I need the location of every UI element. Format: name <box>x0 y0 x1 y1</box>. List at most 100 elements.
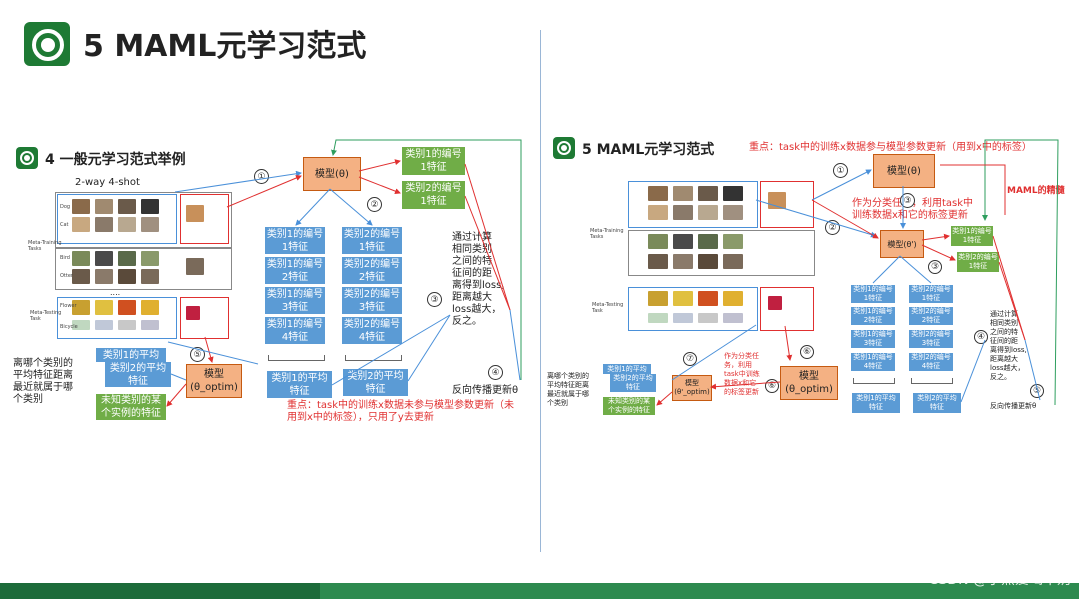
page-title: 5 MAML元学习范式 <box>83 29 367 64</box>
r-step-2-marker: ② <box>825 220 840 235</box>
step-1-marker: ① <box>254 169 269 184</box>
r-model-optim-small: 模型 (θ'_optim) <box>672 375 712 401</box>
r-model-optim-box: 模型 (θ_optim) <box>780 366 838 400</box>
step-4-marker: ④ <box>488 365 503 380</box>
r-nearest-class-note: 离哪个类别的 平均特征距离 最近就属于哪 个类别 <box>547 372 589 407</box>
image-cat-4 <box>141 217 159 232</box>
image-dog-4 <box>141 199 159 214</box>
r-image-bicycle-1 <box>648 313 668 323</box>
r-col2-brace <box>911 378 953 384</box>
label-dog: Dog <box>60 204 71 210</box>
r-image-bicycle-2 <box>673 313 693 323</box>
logo-icon <box>553 137 575 159</box>
image-bicycle-3 <box>118 320 136 330</box>
col2-brace <box>345 355 402 361</box>
maml-essence-label: MAML的精髓 <box>1007 186 1065 196</box>
left-subtitle: 4 一般元学习范式举例 <box>45 152 186 168</box>
unknown-instance-feature: 未知类别的某 个实例的特征 <box>96 394 166 420</box>
label-flower: Flower <box>60 303 77 309</box>
r-col1-feature-box: 类别1的编号 4特征 <box>851 353 895 371</box>
step-2-marker: ② <box>367 197 382 212</box>
class2-average-box: 类别2的平均 特征 <box>343 369 408 396</box>
r-col1-feature-box: 类别1的编号 1特征 <box>851 285 895 303</box>
image-cat-1 <box>72 217 90 232</box>
r-image-cat-3 <box>698 205 718 220</box>
label-meta-testing: Meta-Testing Task <box>30 310 62 322</box>
image-cat-2 <box>95 217 113 232</box>
r-class1-average-small: 类别1的平均 <box>603 364 651 374</box>
r-unknown-instance-feature: 未知类别的某 个实例的特征 <box>603 397 655 415</box>
task2-outer-frame <box>55 248 232 290</box>
label-bicycle: Bicycle <box>60 324 78 330</box>
image-otter-3 <box>118 269 136 284</box>
watermark: CSDN @小熊爱喝牛奶 <box>928 572 1071 588</box>
image-bird-4 <box>141 251 159 266</box>
r-image-flower-1 <box>648 291 668 306</box>
nearest-class-note: 离哪个类别的 平均特征距离 最近就属于哪 个类别 <box>13 358 73 405</box>
task1-query-frame <box>180 194 229 244</box>
r-class2-average-box: 类别2的平均 特征 <box>913 393 961 413</box>
r-image-query-1 <box>768 192 786 209</box>
r-image-otter-3 <box>698 254 718 269</box>
col2-feature-box: 类别2的编号 4特征 <box>342 317 402 344</box>
label-cat: Cat <box>60 222 69 228</box>
image-bird-1 <box>72 251 90 266</box>
r-image-bicycle-4 <box>723 313 743 323</box>
image-dog-1 <box>72 199 90 214</box>
image-bird-2 <box>95 251 113 266</box>
col2-feature-box: 类别2的编号 1特征 <box>342 227 402 254</box>
r-image-bird-1 <box>648 234 668 249</box>
class1-top-feature: 类别1的编号 1特征 <box>402 147 465 175</box>
image-flower-3 <box>118 300 136 315</box>
col1-feature-box: 类别1的编号 1特征 <box>265 227 325 254</box>
r-image-otter-1 <box>648 254 668 269</box>
image-cat-3 <box>118 217 136 232</box>
col2-feature-box: 类别2的编号 2特征 <box>342 257 402 284</box>
r-label-meta-testing: Meta-Testing Task <box>592 302 624 314</box>
r-model-theta-box: 模型(θ) <box>873 154 935 188</box>
right-subtitle: 5 MAML元学习范式 <box>582 142 715 158</box>
image-flower-4 <box>141 300 159 315</box>
r-image-flower-3 <box>698 291 718 306</box>
r-step-5-marker: ⑤ <box>1030 384 1044 398</box>
left-key-point: 重点：task中的训练x数据未参与模型参数更新（未用到x中的标签），只用了y去更… <box>287 400 514 423</box>
image-dog-2 <box>95 199 113 214</box>
image-query-1 <box>186 205 204 222</box>
r-col2-feature-box: 类别2的编号 4特征 <box>909 353 953 371</box>
image-query-2 <box>186 258 204 275</box>
label-meta-training: Meta-Training Tasks <box>28 240 62 252</box>
image-otter-4 <box>141 269 159 284</box>
image-query-flower <box>186 306 200 320</box>
r-classifier-note-small: 作为分类任 务，利用 task中训练 数据x和它 的标签更新 <box>724 352 760 396</box>
col1-feature-box: 类别1的编号 3特征 <box>265 287 325 314</box>
col1-feature-box: 类别1的编号 4特征 <box>265 317 325 344</box>
vertical-divider <box>540 30 541 552</box>
r-image-otter-2 <box>673 254 693 269</box>
r-image-cat-1 <box>648 205 668 220</box>
right-key-point: 重点：task中的训练x数据参与模型参数更新（用到x中的标签） <box>749 142 1032 153</box>
r-image-dog-4 <box>723 186 743 201</box>
image-bicycle-4 <box>141 320 159 330</box>
dots-separator: .... <box>110 288 121 297</box>
image-dog-3 <box>118 199 136 214</box>
col1-feature-box: 类别1的编号 2特征 <box>265 257 325 284</box>
r-image-flower-4 <box>723 291 743 306</box>
r-col2-feature-box: 类别2的编号 2特征 <box>909 307 953 325</box>
task1-support-frame <box>57 194 177 244</box>
r-image-bicycle-3 <box>698 313 718 323</box>
model-theta-box: 模型(θ) <box>303 157 361 191</box>
r-step-7-marker: ⑦ <box>683 352 697 366</box>
test-support-frame <box>57 297 177 339</box>
label-bird: Bird <box>60 255 70 261</box>
r-class2-average-small: 类别2的平均 特征 <box>610 374 656 392</box>
col2-feature-box: 类别2的编号 3特征 <box>342 287 402 314</box>
r-task2-outer-frame <box>628 230 815 276</box>
r-step-6-marker: ⑥ <box>765 379 779 393</box>
r-image-query-flower <box>768 296 782 310</box>
r-image-cat-4 <box>723 205 743 220</box>
r-class1-average-box: 类别1的平均 特征 <box>852 393 900 413</box>
image-bicycle-2 <box>95 320 113 330</box>
backprop-label: 反向传播更新θ <box>452 385 519 396</box>
image-otter-2 <box>95 269 113 284</box>
r-model-theta-prime-box: 模型(θ') <box>880 230 924 258</box>
